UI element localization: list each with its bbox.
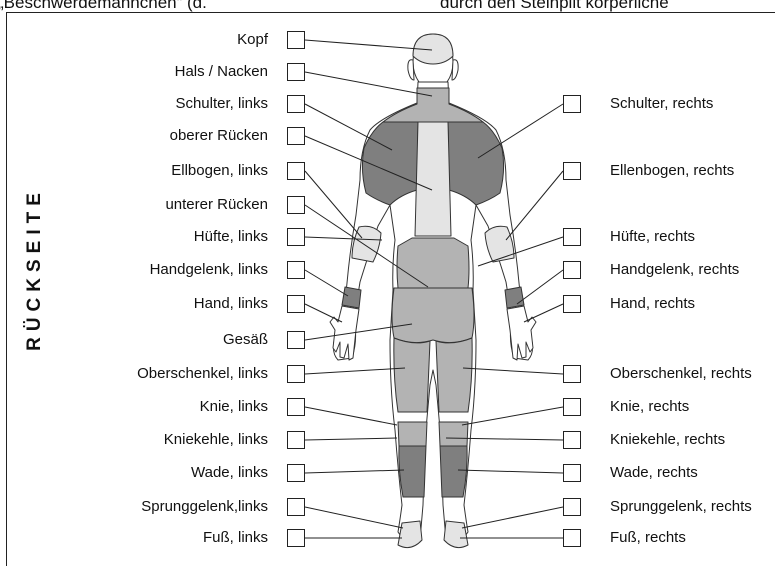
checkbox-oberer-rücken[interactable] (287, 127, 305, 145)
label-sprunggelenk-rechts: Sprunggelenk, rechts (610, 498, 752, 516)
checkbox-unterer-rücken[interactable] (287, 196, 305, 214)
label-kniekehle-rechts: Kniekehle, rechts (610, 431, 725, 449)
label-ellenbogen-rechts: Ellenbogen, rechts (610, 162, 734, 180)
checkbox-schulter-links[interactable] (287, 95, 305, 113)
label-hand-links: Hand, links (194, 295, 268, 313)
leader-line-wade-rechts (458, 470, 563, 473)
checkbox-hüfte-rechts[interactable] (563, 228, 581, 246)
region-lower-back (397, 238, 469, 288)
leader-line-knie-rechts (462, 407, 563, 425)
label-knie-links: Knie, links (200, 398, 268, 416)
region-wrist-right (505, 287, 524, 308)
label-hüfte-rechts: Hüfte, rechts (610, 228, 695, 246)
checkbox-sprunggelenk-rechts[interactable] (563, 498, 581, 516)
region-thigh-left (394, 338, 430, 412)
checkbox-oberschenkel-links[interactable] (287, 365, 305, 383)
leader-line-hand-rechts (524, 304, 563, 322)
region-calf-right (440, 446, 467, 497)
label-hand-rechts: Hand, rechts (610, 295, 695, 313)
checkbox-fuß-links[interactable] (287, 529, 305, 547)
label-fuß-rechts: Fuß, rechts (610, 529, 686, 547)
label-wade-links: Wade, links (191, 464, 268, 482)
region-neck (383, 88, 483, 122)
label-gesäß: Gesäß (223, 331, 268, 349)
checkbox-oberschenkel-rechts[interactable] (563, 365, 581, 383)
region-foot-right (444, 521, 468, 548)
checkbox-handgelenk-rechts[interactable] (563, 261, 581, 279)
label-oberer-rücken: oberer Rücken (170, 127, 268, 145)
checkbox-schulter-rechts[interactable] (563, 95, 581, 113)
checkbox-hand-links[interactable] (287, 295, 305, 313)
region-foot-left (398, 521, 422, 548)
label-hüfte-links: Hüfte, links (194, 228, 268, 246)
leader-line-handgelenk-links (305, 270, 348, 296)
region-knee-right (439, 422, 468, 446)
label-oberschenkel-links: Oberschenkel, links (137, 365, 268, 383)
checkbox-hand-rechts[interactable] (563, 295, 581, 313)
leader-line-hand-links (305, 304, 342, 322)
label-handgelenk-rechts: Handgelenk, rechts (610, 261, 739, 279)
leader-line-oberschenkel-rechts (463, 368, 563, 374)
label-hals-nacken: Hals / Nacken (175, 63, 268, 81)
leader-line-handgelenk-rechts (517, 270, 563, 304)
region-wrist-left (342, 287, 361, 308)
checkbox-hüfte-links[interactable] (287, 228, 305, 246)
leader-line-kniekehle-links (305, 438, 397, 440)
label-schulter-links: Schulter, links (175, 95, 268, 113)
leader-line-kopf (305, 40, 432, 50)
checkbox-gesäß[interactable] (287, 331, 305, 349)
label-unterer-rücken: unterer Rücken (165, 196, 268, 214)
label-handgelenk-links: Handgelenk, links (150, 261, 268, 279)
checkbox-kniekehle-rechts[interactable] (563, 431, 581, 449)
leader-line-sprunggelenk-rechts (462, 507, 563, 528)
leader-line-wade-links (305, 470, 404, 473)
checkbox-ellbogen-links[interactable] (287, 162, 305, 180)
leader-line-knie-links (305, 407, 397, 425)
checkbox-hals-nacken[interactable] (287, 63, 305, 81)
checkbox-sprunggelenk-links[interactable] (287, 498, 305, 516)
leader-line-sprunggelenk-links (305, 507, 403, 528)
label-wade-rechts: Wade, rechts (610, 464, 698, 482)
checkbox-kopf[interactable] (287, 31, 305, 49)
label-ellbogen-links: Ellbogen, links (171, 162, 268, 180)
leader-line-ellbogen-links (305, 171, 362, 238)
label-knie-rechts: Knie, rechts (610, 398, 689, 416)
checkbox-kniekehle-links[interactable] (287, 431, 305, 449)
checkbox-wade-rechts[interactable] (563, 464, 581, 482)
label-kopf: Kopf (237, 31, 268, 49)
label-sprunggelenk-links: Sprunggelenk,links (141, 498, 268, 516)
checkbox-knie-links[interactable] (287, 398, 305, 416)
checkbox-wade-links[interactable] (287, 464, 305, 482)
label-schulter-rechts: Schulter, rechts (610, 95, 713, 113)
region-calf-left (399, 446, 426, 497)
label-kniekehle-links: Kniekehle, links (164, 431, 268, 449)
leader-line-oberschenkel-links (305, 368, 405, 374)
checkbox-knie-rechts[interactable] (563, 398, 581, 416)
leader-line-ellenbogen-rechts (506, 171, 563, 240)
label-oberschenkel-rechts: Oberschenkel, rechts (610, 365, 752, 383)
checkbox-fuß-rechts[interactable] (563, 529, 581, 547)
region-knee-left (398, 422, 427, 446)
region-gluteal (392, 288, 474, 343)
checkbox-ellenbogen-rechts[interactable] (563, 162, 581, 180)
label-fuß-links: Fuß, links (203, 529, 268, 547)
region-upper-back (415, 122, 451, 236)
region-thigh-right (436, 338, 472, 412)
checkbox-handgelenk-links[interactable] (287, 261, 305, 279)
